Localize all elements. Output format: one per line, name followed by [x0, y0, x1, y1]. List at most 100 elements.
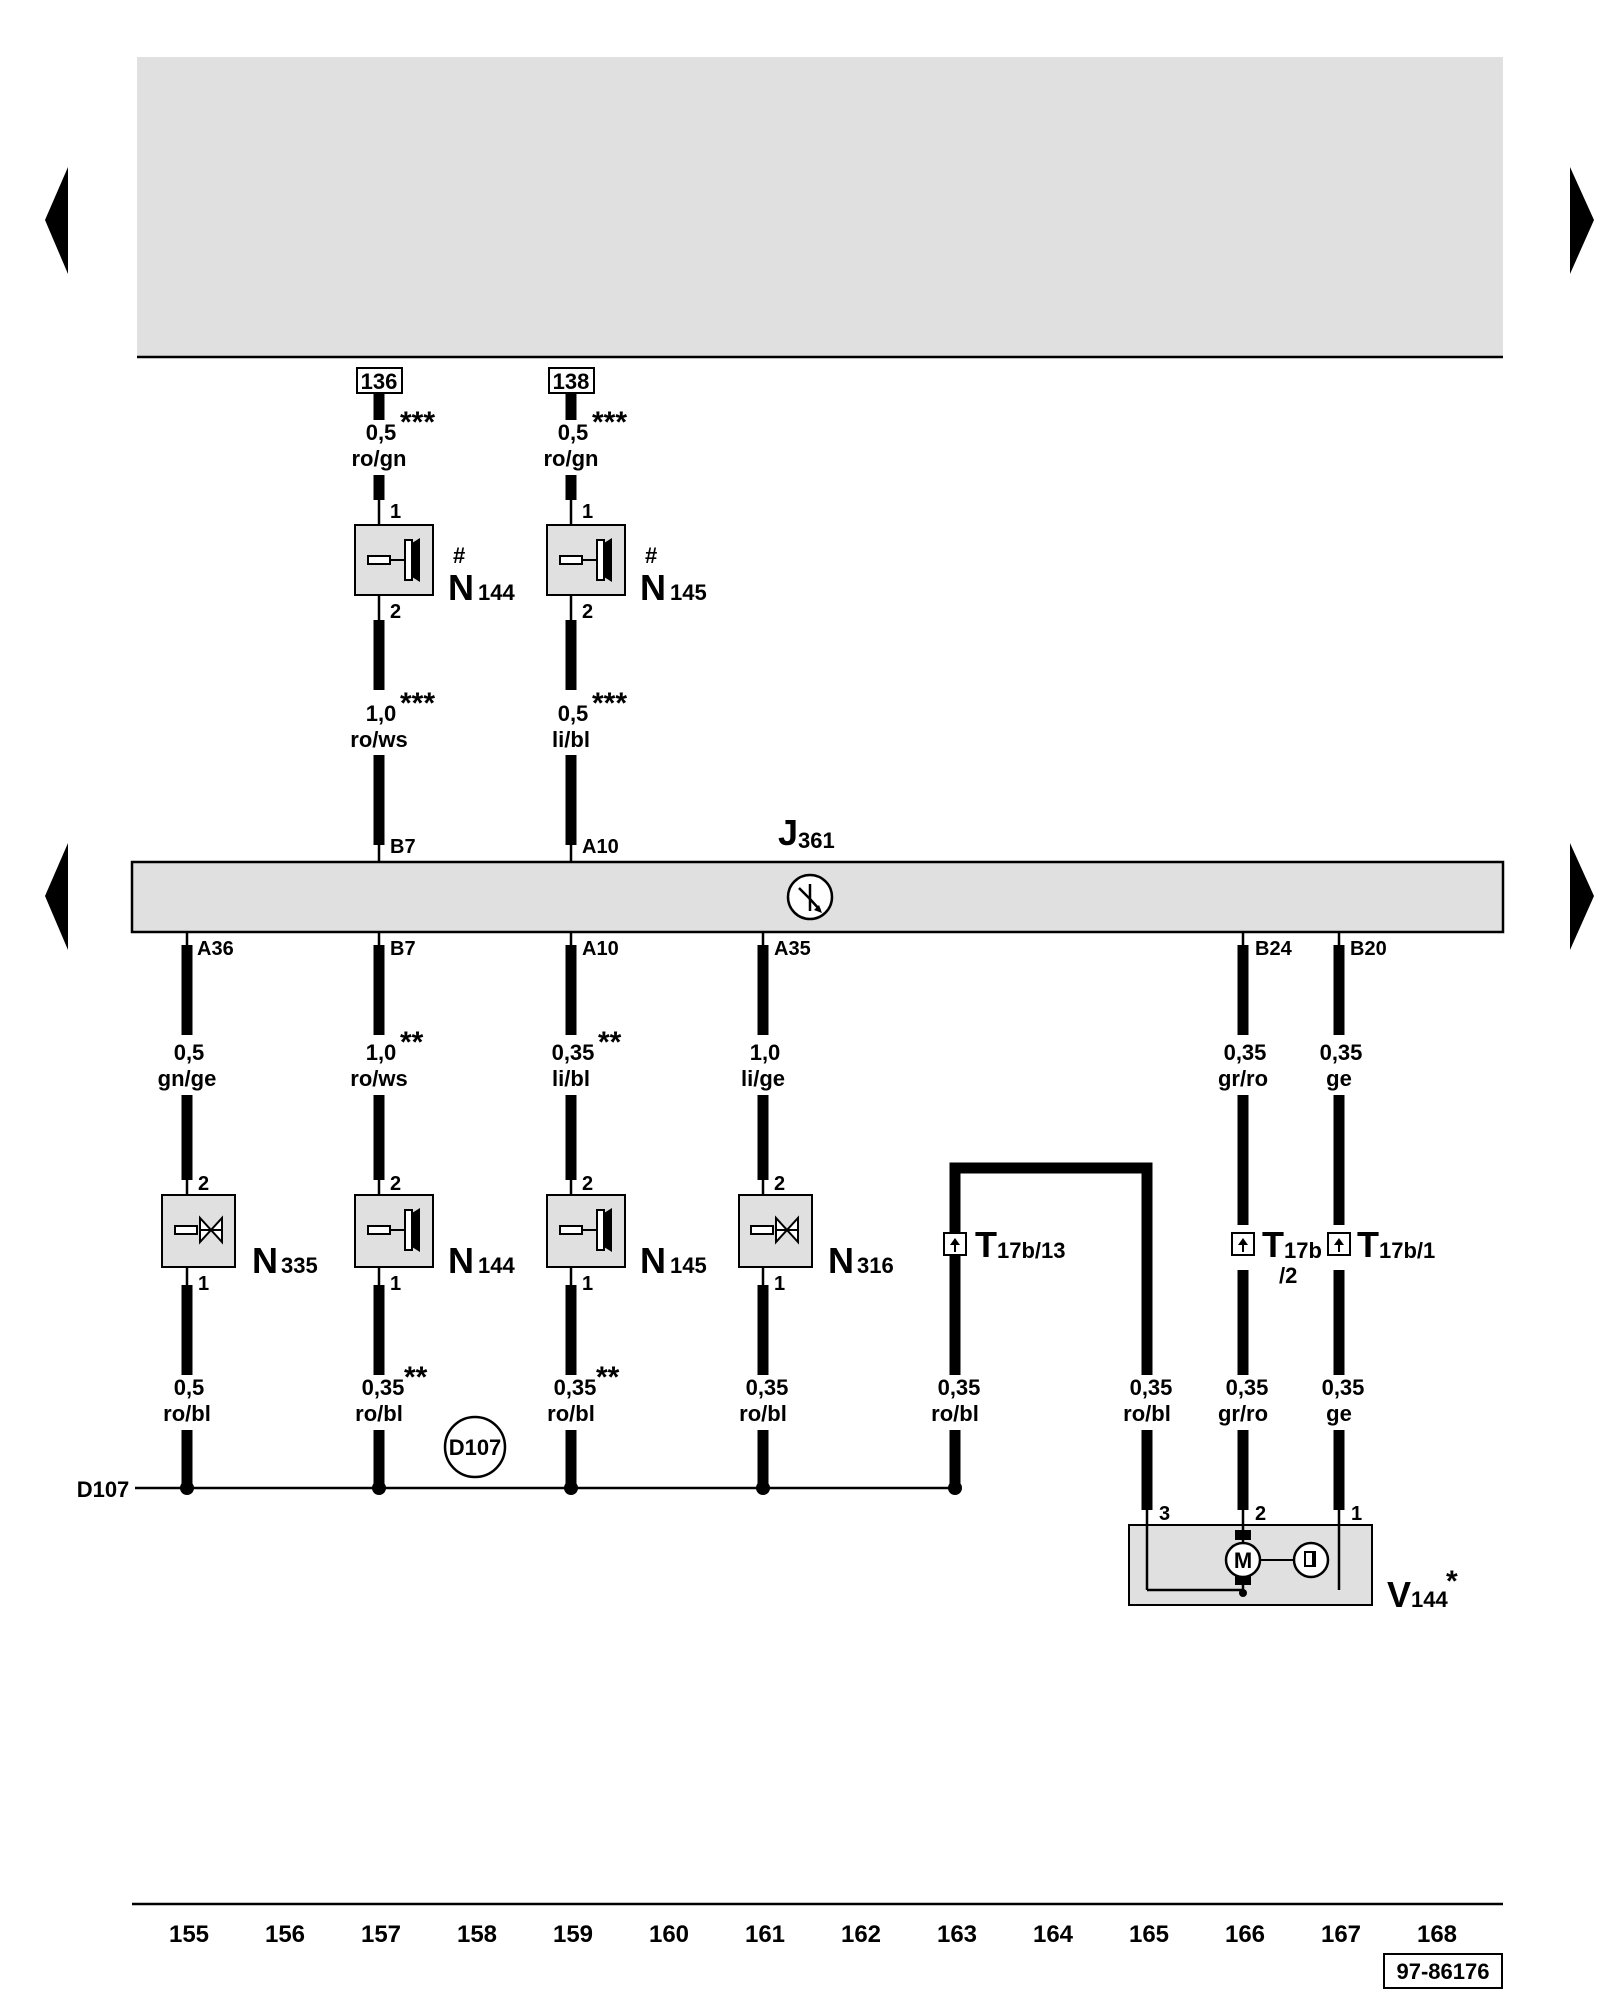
column-number: 168: [1417, 1921, 1457, 1948]
svg-text:136: 136: [361, 369, 398, 394]
wire-color: ro/bl: [931, 1401, 979, 1426]
connector-label-sub2: /2: [1279, 1263, 1297, 1288]
svg-text:1: 1: [198, 1273, 209, 1295]
component-label: N: [640, 1240, 666, 1281]
prev-page-arrow-middle[interactable]: [45, 843, 68, 950]
pin-label: A10: [582, 836, 619, 858]
connector-t17b13: [943, 1232, 967, 1256]
column-number: 161: [745, 1921, 785, 1948]
wire-color: ro/ws: [350, 1066, 407, 1091]
pin-label: A35: [774, 938, 811, 960]
connector-label: T: [1357, 1224, 1379, 1265]
wire-color: gr/ro: [1218, 1401, 1268, 1426]
component-label-sub: 145: [670, 1253, 707, 1278]
column-number: 165: [1129, 1921, 1169, 1948]
wire-note-stars: **: [404, 1361, 428, 1394]
wire-size: 0,5: [558, 420, 589, 445]
connector-label: T: [975, 1224, 997, 1265]
component-label-sub: 144: [478, 580, 515, 605]
wire-note-stars: **: [400, 1026, 424, 1059]
wire-color: ro/bl: [547, 1401, 595, 1426]
svg-text:2: 2: [582, 601, 593, 623]
motor-symbol-label: M: [1234, 1548, 1252, 1573]
control-unit-label: J: [778, 812, 798, 853]
column-number: 160: [649, 1921, 689, 1948]
svg-text:2: 2: [390, 1173, 401, 1195]
pin-label: B7: [390, 938, 416, 960]
wire-color: gr/ro: [1218, 1066, 1268, 1091]
wire-size: 0,35: [362, 1375, 405, 1400]
svg-text:3: 3: [1159, 1503, 1170, 1525]
wire-size: 1,0: [750, 1040, 781, 1065]
wire-size: 0,35: [1320, 1040, 1363, 1065]
svg-text:2: 2: [390, 601, 401, 623]
component-n145-upper: [546, 500, 626, 620]
column-number: 162: [841, 1921, 881, 1948]
component-label: N: [828, 1240, 854, 1281]
component-n335: [161, 1180, 236, 1285]
wire-color: ro/gn: [352, 446, 407, 471]
wire-size: 1,0: [366, 1040, 397, 1065]
component-label: V: [1387, 1574, 1411, 1615]
wire-size: 0,35: [1224, 1040, 1267, 1065]
component-label-sub: 144: [478, 1253, 515, 1278]
pin-label: B7: [390, 836, 416, 858]
wire-color: gn/ge: [158, 1066, 217, 1091]
pin-label: A36: [197, 938, 234, 960]
wire-note-stars: ***: [592, 406, 627, 439]
upper-section-area: [137, 57, 1503, 357]
svg-text:2: 2: [582, 1173, 593, 1195]
pin-label: B24: [1255, 938, 1293, 960]
component-label: N: [640, 567, 666, 608]
svg-text:138: 138: [553, 369, 590, 394]
wire-note-stars: **: [598, 1026, 622, 1059]
column-number: 155: [169, 1921, 209, 1948]
wire-color: li/bl: [552, 1066, 590, 1091]
component-label-sub: 145: [670, 580, 707, 605]
wire-color: ro/bl: [355, 1401, 403, 1426]
component-mark: #: [645, 543, 657, 568]
column-number: 158: [457, 1921, 497, 1948]
svg-text:1: 1: [390, 501, 401, 523]
column-number: 164: [1033, 1921, 1074, 1948]
wire-size: 0,5: [174, 1040, 205, 1065]
ground-point-marker: D107: [443, 1415, 507, 1479]
control-unit-j361: [130, 860, 1505, 934]
connector-label-sub: 17b: [1284, 1238, 1322, 1263]
column-number: 166: [1225, 1921, 1265, 1948]
next-page-arrow-middle[interactable]: [1570, 843, 1594, 950]
connector-label-sub: 17b/1: [1379, 1238, 1435, 1263]
wire-color: ro/gn: [544, 446, 599, 471]
ref-box-136: 136: [356, 367, 403, 394]
wire-color: ge: [1326, 1401, 1352, 1426]
wire-size: 0,35: [746, 1375, 789, 1400]
svg-text:1: 1: [390, 1273, 401, 1295]
wire-size: 0,5: [366, 420, 397, 445]
ref-box-138: 138: [548, 367, 595, 394]
connector-t17b1: [1327, 1232, 1351, 1256]
column-number: 167: [1321, 1921, 1361, 1948]
wire-size: 0,35: [552, 1040, 595, 1065]
component-mark: #: [453, 543, 465, 568]
document-number-box: 97-86176: [1383, 1953, 1503, 1989]
wire-size: 0,35: [938, 1375, 981, 1400]
next-page-arrow-top[interactable]: [1570, 167, 1594, 274]
component-mark: *: [1446, 1565, 1458, 1598]
component-n144-upper: [354, 500, 434, 620]
document-number: 97-86176: [1397, 1959, 1490, 1984]
component-n144: [354, 1180, 434, 1285]
prev-page-arrow-top[interactable]: [45, 167, 68, 274]
component-label: N: [448, 1240, 474, 1281]
wire-color: li/bl: [552, 727, 590, 752]
svg-text:2: 2: [774, 1173, 785, 1195]
pin-label: A10: [582, 938, 619, 960]
connector-label-sub: 17b/13: [997, 1238, 1066, 1263]
wire-color: ro/bl: [1123, 1401, 1171, 1426]
control-unit-label-sub: 361: [798, 828, 835, 853]
column-number: 159: [553, 1921, 593, 1948]
wire-color: li/ge: [741, 1066, 785, 1091]
wire-size: 0,5: [174, 1375, 205, 1400]
pin-label: B20: [1350, 938, 1387, 960]
connector-t17b2: [1231, 1232, 1255, 1256]
